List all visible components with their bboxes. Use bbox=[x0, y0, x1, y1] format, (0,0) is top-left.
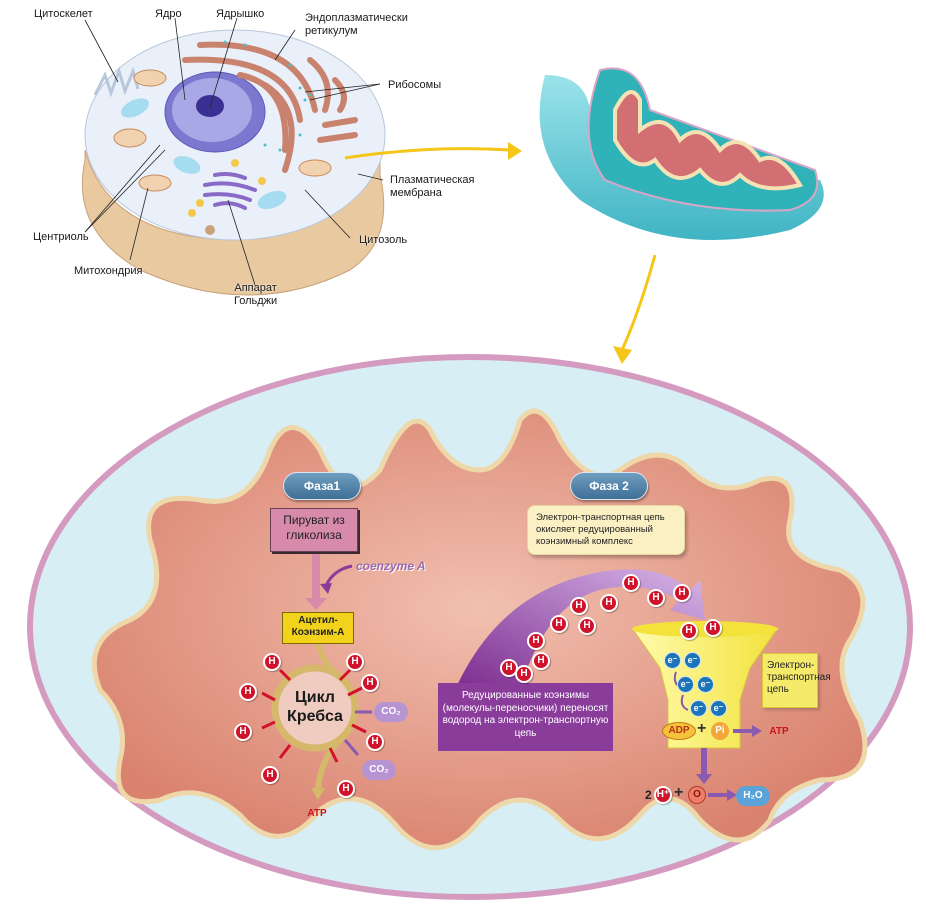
carrier-arrow bbox=[455, 569, 705, 690]
pyruvate-box: Пируват из гликолиза bbox=[270, 508, 358, 552]
acetyl-coa-box: Ацетил- Коэнзим-А bbox=[282, 612, 354, 644]
coenzyme-a-label: coenzyme A bbox=[356, 559, 426, 573]
adp-molecule: ADP bbox=[662, 722, 696, 740]
krebs-cycle-label: Цикл Кребса bbox=[287, 689, 343, 725]
label-mitochondrion: Митохондрия bbox=[74, 265, 143, 277]
electron: e⁻ bbox=[690, 700, 707, 717]
hydrogen-atom: H bbox=[239, 683, 257, 701]
etc-description-box: Электрон-транспортная цепь окисляет реду… bbox=[527, 505, 685, 555]
co2-bubble: CO₂ bbox=[362, 760, 396, 780]
label-plasma-membrane: Плазматическая мембрана bbox=[390, 174, 475, 199]
label-cytoskeleton: Цитоскелет bbox=[34, 8, 93, 20]
arrowhead-icon bbox=[320, 583, 332, 594]
hydrogen-atom: H bbox=[704, 619, 722, 637]
arrowhead-icon bbox=[696, 774, 712, 784]
coefficient-two: 2 bbox=[645, 788, 652, 802]
hydrogen-atom: H bbox=[600, 594, 618, 612]
oxygen-atom: O bbox=[688, 786, 706, 804]
atp-starburst: ATP bbox=[307, 808, 327, 819]
hydrogen-atom: H bbox=[673, 584, 691, 602]
arrow-cell-to-mitochondrion bbox=[344, 147, 511, 160]
hydrogen-atom: H bbox=[647, 589, 665, 607]
arrowhead-icon bbox=[311, 788, 325, 800]
etc-label-box: Электрон- транспортная цепь bbox=[762, 653, 831, 708]
water-molecule: H₂O bbox=[736, 786, 770, 806]
electron: e⁻ bbox=[684, 652, 701, 669]
hydrogen-atom: H bbox=[570, 597, 588, 615]
phosphate-molecule: Pi bbox=[711, 722, 729, 740]
co2-arrows bbox=[343, 710, 372, 756]
krebs-h-arrows bbox=[261, 668, 367, 763]
hydrogen-atom: H bbox=[680, 622, 698, 640]
pyruvate-arrow bbox=[312, 550, 320, 600]
hydrogen-atom: H bbox=[622, 574, 640, 592]
hydrogen-atom: H bbox=[532, 652, 550, 670]
mitochondrion-illustration bbox=[539, 67, 824, 240]
proton: H⁺ bbox=[654, 786, 672, 804]
hydrogen-atom: H bbox=[337, 780, 355, 798]
cell-illustration bbox=[81, 29, 386, 296]
phase1-badge: Фаза1 bbox=[283, 472, 361, 500]
label-nucleolus: Ядрышко bbox=[216, 8, 265, 20]
hydrogen-atom: H bbox=[234, 723, 252, 741]
arrowhead-icon bbox=[752, 725, 762, 737]
label-ribosomes: Рибосомы bbox=[388, 79, 442, 91]
plus-sign: + bbox=[674, 784, 684, 801]
reduced-coenzymes-text: Редуцированные коэнзимы (молекулы-перено… bbox=[442, 690, 609, 739]
arrowhead-icon bbox=[508, 142, 522, 160]
hydrogen-atom: H bbox=[550, 615, 568, 633]
arrowhead-icon bbox=[727, 789, 737, 801]
hydrogen-atom: H bbox=[527, 632, 545, 650]
reduced-coenzymes-panel bbox=[438, 683, 613, 751]
label-golgi: Аппарат Гольджи bbox=[234, 282, 278, 307]
co2-bubble: CO₂ bbox=[374, 702, 408, 722]
arrowhead-icon bbox=[305, 598, 327, 610]
label-endoplasmic-reticulum: Эндоплазматически ретикулум bbox=[305, 12, 408, 37]
label-cytosol: Цитозоль bbox=[359, 234, 408, 246]
electron: e⁻ bbox=[710, 700, 727, 717]
hydrogen-atom: H bbox=[366, 733, 384, 751]
arrow-mitochondrion-to-detail bbox=[620, 254, 657, 351]
hydrogen-atom: H bbox=[346, 653, 364, 671]
plus-sign: + bbox=[697, 720, 707, 737]
electron: e⁻ bbox=[677, 676, 694, 693]
hydrogen-atom: H bbox=[361, 674, 379, 692]
leader-lines bbox=[84, 17, 384, 286]
hydrogen-atom: H bbox=[261, 766, 279, 784]
label-nucleus: Ядро bbox=[155, 8, 182, 20]
phase2-badge: Фаза 2 bbox=[570, 472, 648, 500]
atp-starburst: ATP bbox=[769, 726, 789, 737]
hydrogen-atom: H bbox=[515, 665, 533, 683]
hydrogen-atom: H bbox=[263, 653, 281, 671]
arrowhead-icon bbox=[613, 346, 632, 364]
electron: e⁻ bbox=[664, 652, 681, 669]
electron: e⁻ bbox=[697, 676, 714, 693]
krebs-cycle-ring bbox=[271, 664, 359, 752]
hydrogen-atom: H bbox=[578, 617, 596, 635]
label-centriole: Центриоль bbox=[33, 231, 89, 243]
